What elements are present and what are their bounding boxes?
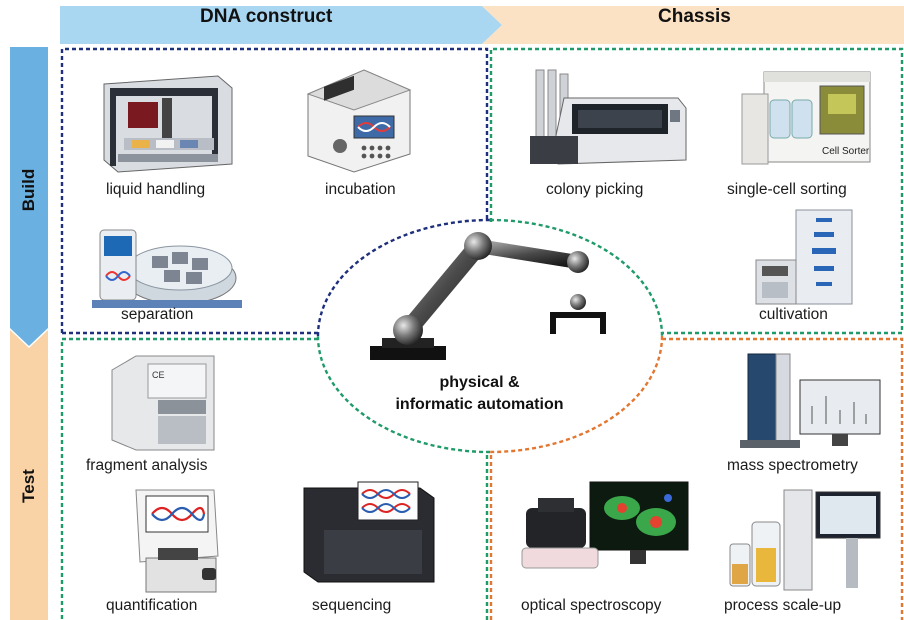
build-dna-border: [60, 47, 489, 333]
header-band-chassis: [482, 6, 904, 44]
center-caption: physical & informatic automation: [372, 372, 587, 416]
label-sequencing: sequencing: [312, 597, 392, 614]
label-optical-spectroscopy: optical spectroscopy: [521, 597, 662, 614]
optical-spectroscopy-microscope-icon: [521, 481, 689, 569]
colony-picker-icon: [530, 69, 687, 165]
header-band-dna-construct: [60, 6, 502, 44]
header-chassis: Chassis: [658, 6, 731, 27]
cultivation-incubator-icon: [755, 209, 853, 305]
label-colony-picking: colony picking: [546, 181, 644, 198]
label-incubation: incubation: [325, 181, 396, 198]
quantification-reader-icon: [135, 489, 219, 593]
center-caption-line2: informatic automation: [395, 396, 564, 413]
side-band-test: [10, 330, 48, 620]
label-single-cell-sorting: single-cell sorting: [727, 181, 847, 198]
sequencer-icon: [303, 481, 435, 583]
side-label-test: Test: [19, 469, 38, 503]
liquid-handler-icon: [103, 75, 233, 173]
center-ellipse-orange: [489, 335, 664, 454]
label-process-scale-up: process scale-up: [724, 597, 842, 614]
center-caption-line1: physical &: [439, 374, 520, 391]
robot-arm-icon: [370, 232, 606, 360]
fragment-analyzer-icon: CE: [111, 355, 215, 451]
cell-sorter-icon: Cell Sorter: [741, 71, 871, 165]
header-dna-construct: DNA construct: [200, 6, 333, 27]
label-fragment-analysis: fragment analysis: [86, 457, 208, 474]
label-quantification: quantification: [106, 597, 198, 614]
test-chassis-border: [489, 337, 904, 620]
mass-spectrometer-icon: [740, 353, 881, 448]
side-band-build: [10, 47, 48, 346]
label-cultivation: cultivation: [759, 306, 828, 323]
bioreactor-icon: [729, 489, 881, 591]
incubator-icon: [306, 69, 412, 173]
side-label-build: Build: [19, 168, 38, 212]
label-mass-spectrometry: mass spectrometry: [727, 457, 858, 474]
label-separation: separation: [121, 306, 194, 323]
ce-device-text: CE: [152, 370, 165, 380]
center-ellipse-green-top: [489, 218, 664, 337]
separation-centrifuge-icon: [92, 229, 242, 308]
center-ellipse-navy: [316, 218, 491, 337]
build-chassis-border: [489, 47, 904, 335]
label-liquid-handling: liquid handling: [106, 181, 206, 198]
cell-sorter-device-text: Cell Sorter: [822, 146, 870, 157]
center-ellipse-green-bottom: [316, 335, 491, 454]
test-dna-border: [60, 337, 489, 620]
